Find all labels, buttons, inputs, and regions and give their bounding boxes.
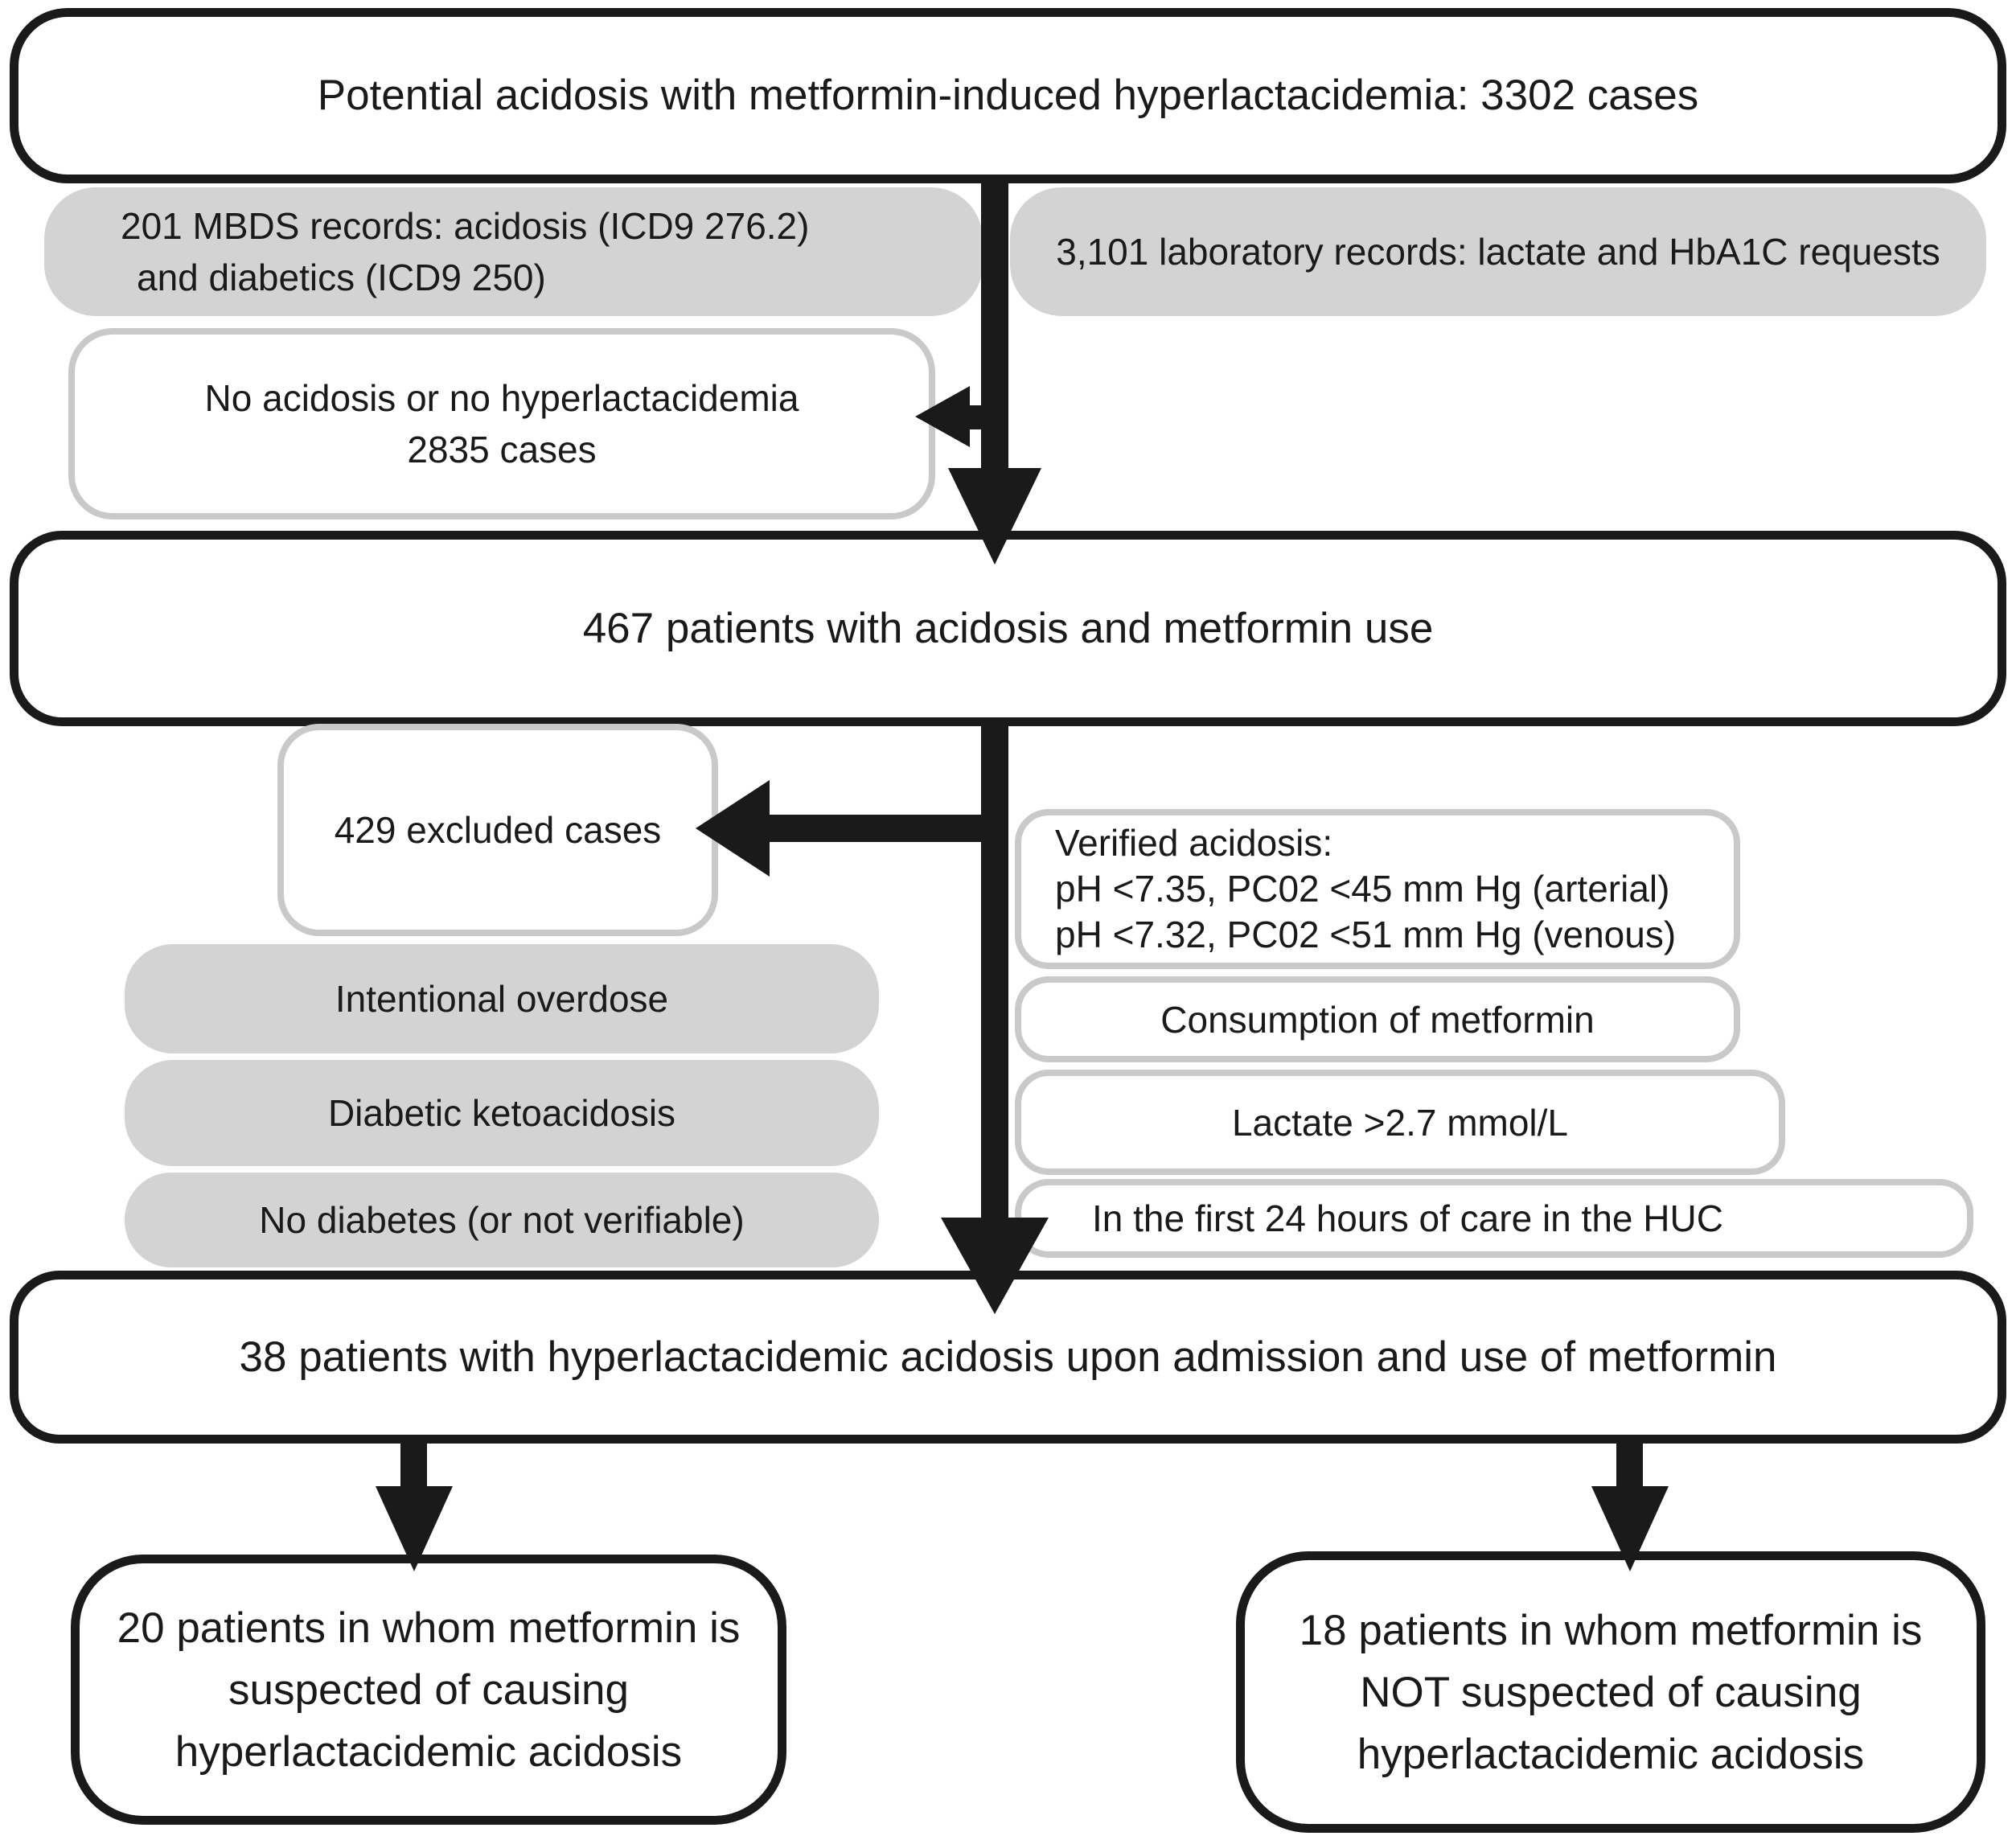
arrowhead-left-icon — [696, 780, 770, 877]
node-text-line: Verified acidosis: — [1055, 822, 1333, 864]
arrow-branch-to-no-acidosis — [967, 405, 983, 429]
node-text-line: Consumption of metformin — [1160, 998, 1595, 1041]
arrowhead-down-icon — [948, 468, 1041, 565]
node-text-line: 38 patients with hyperlactacidemic acido… — [239, 1333, 1777, 1381]
arrow-source-to-467 — [981, 180, 1008, 470]
node-text-line: 20 patients in whom metformin is — [117, 1604, 741, 1652]
node-text-line: No acidosis or no hyperlactacidemia — [204, 377, 799, 419]
node-no-diabetes: No diabetes (or not verifiable) — [125, 1173, 879, 1267]
node-text-line: Potential acidosis with metformin-induce… — [317, 72, 1699, 119]
node-diabetic-ketoacidosis: Diabetic ketoacidosis — [125, 1060, 879, 1166]
node-text-line: hyperlactacidemic acidosis — [175, 1727, 683, 1776]
node-text-line: suspected of causing — [228, 1666, 629, 1714]
node-verified-acidosis-criteria: Verified acidosis: pH <7.35, PC02 <45 mm… — [1015, 809, 1740, 969]
node-lactate-threshold-criterion: Lactate >2.7 mmol/L — [1015, 1070, 1785, 1175]
node-text-line: NOT suspected of causing — [1360, 1668, 1862, 1716]
node-text-line: pH <7.35, PC02 <45 mm Hg (arterial) — [1055, 868, 1670, 910]
node-text-line: Intentional overdose — [335, 978, 669, 1020]
node-laboratory-records: 3,101 laboratory records: lactate and Hb… — [1010, 187, 1986, 316]
node-text-line: Diabetic ketoacidosis — [327, 1092, 676, 1134]
arrowhead-down-icon — [1591, 1486, 1669, 1571]
node-text-line: No diabetes (or not verifiable) — [259, 1199, 745, 1241]
node-20-suspected: 20 patients in whom metformin is suspect… — [71, 1555, 786, 1825]
arrowhead-down-icon — [376, 1486, 453, 1571]
node-consumption-metformin-criterion: Consumption of metformin — [1015, 976, 1740, 1062]
arrowhead-down-icon — [941, 1218, 1049, 1314]
node-mbds-records: 201 MBDS records: acidosis (ICD9 276.2) … — [44, 187, 983, 316]
node-text-line: 3,101 laboratory records: lactate and Hb… — [1056, 231, 1940, 273]
node-text-line: 467 patients with acidosis and metformin… — [582, 604, 1434, 652]
arrow-branch-to-excluded — [764, 815, 1008, 842]
node-potential-acidosis: Potential acidosis with metformin-induce… — [10, 8, 2006, 183]
node-18-not-suspected: 18 patients in whom metformin is NOT sus… — [1236, 1551, 1985, 1833]
node-text-line: 201 MBDS records: acidosis (ICD9 276.2) — [121, 205, 810, 247]
node-text-line: 2835 cases — [407, 429, 597, 470]
node-text-line: and diabetics (ICD9 250) — [137, 257, 546, 298]
arrow-38-to-suspected — [400, 1444, 427, 1490]
node-text-line: pH <7.32, PC02 <51 mm Hg (venous) — [1055, 914, 1677, 955]
arrowhead-left-icon — [915, 386, 970, 447]
arrow-467-to-38 — [981, 725, 1008, 1220]
arrow-38-to-not-suspected — [1616, 1444, 1643, 1490]
node-429-excluded: 429 excluded cases — [277, 724, 718, 936]
node-text-line: 429 excluded cases — [334, 809, 662, 851]
node-text-line: hyperlactacidemic acidosis — [1357, 1730, 1865, 1778]
node-first-24-hours-criterion: In the first 24 hours of care in the HUC — [1015, 1179, 1973, 1258]
node-text-line: In the first 24 hours of care in the HUC — [1092, 1197, 1723, 1239]
node-text-line: 18 patients in whom metformin is — [1299, 1606, 1923, 1654]
node-text-line: Lactate >2.7 mmol/L — [1231, 1101, 1569, 1144]
node-no-acidosis-excluded: No acidosis or no hyperlactacidemia 2835… — [68, 328, 935, 520]
node-intentional-overdose: Intentional overdose — [125, 944, 879, 1054]
